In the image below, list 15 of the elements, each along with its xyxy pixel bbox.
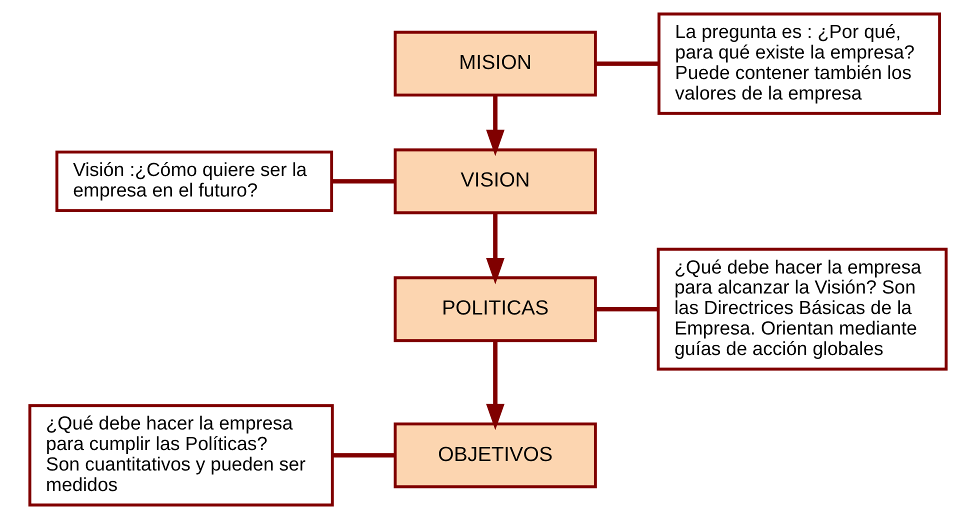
node-box: OBJETIVOS	[394, 422, 597, 488]
node-box: Visión :¿Cómo quiere ser la empresa en el futuro?	[55, 150, 334, 212]
connector	[596, 61, 659, 66]
node-box: POLITICAS	[394, 276, 597, 342]
arrow	[486, 213, 505, 284]
node-box: MISION	[394, 30, 597, 97]
arrow	[486, 341, 505, 430]
connector	[332, 179, 396, 184]
node-box: ¿Qué debe hacer la empresa para alcanzar la Visión? Son las Directrices Básicas de la Empresa. Orientan mediante guías de acción globales	[656, 248, 948, 371]
arrow	[486, 95, 505, 156]
node-box: ¿Qué debe hacer la empresa para cumplir las Políticas? Son cuantitativos y pueden ser medidos	[28, 404, 334, 506]
node-box: VISION	[394, 148, 597, 214]
node-box: La pregunta es : ¿Por qué, para qué existe la empresa? Puede contener también los valores de la empresa	[658, 12, 942, 115]
connector	[596, 307, 658, 312]
connector	[332, 453, 395, 458]
